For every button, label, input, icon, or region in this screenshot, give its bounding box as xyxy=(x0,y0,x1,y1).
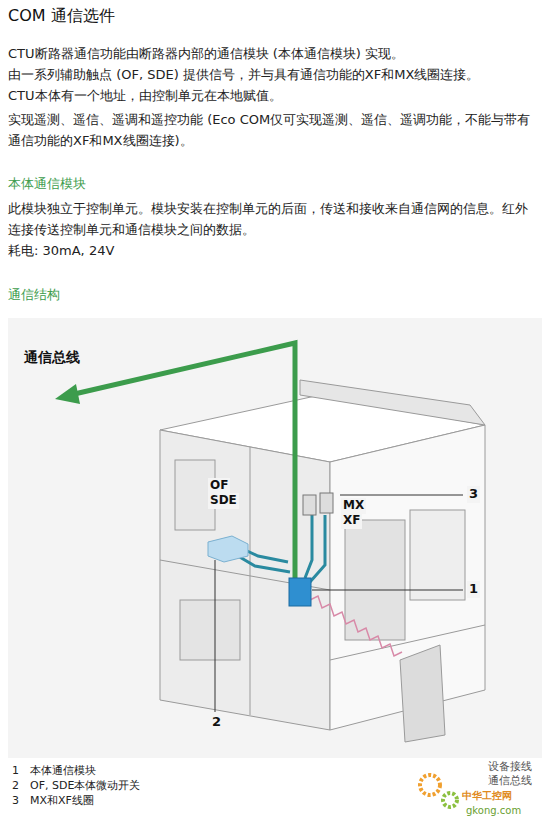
paragraph: CTU本体有一个地址，由控制单元在本地赋值。 xyxy=(8,88,282,105)
part-label: XF xyxy=(341,513,362,529)
paragraph: 实现遥测、遥信、遥调和遥控功能 (Eco COM仅可实现遥测、遥信、遥调功能，不… xyxy=(8,109,540,151)
callout-number: 3 xyxy=(467,486,480,503)
note: 通信总线 xyxy=(488,774,532,788)
paragraph: 此模块独立于控制单元。模块安装在控制单元的后面，传送和接收来自通信网的信息。红外… xyxy=(8,198,540,240)
coil xyxy=(320,493,333,513)
of-sde-block xyxy=(208,536,248,562)
wire xyxy=(245,550,288,562)
section-heading: 本体通信模块 xyxy=(8,176,86,193)
callout-number: 2 xyxy=(210,714,223,731)
bus-label: 通信总线 xyxy=(22,348,82,366)
watermark-gear xyxy=(420,775,440,795)
part-label: SDE xyxy=(208,493,239,509)
callout-number: 1 xyxy=(467,581,480,598)
leader-line xyxy=(215,560,216,712)
page-title: COM 通信选件 xyxy=(8,6,115,27)
legend-number: 3 xyxy=(12,794,19,808)
bus-line xyxy=(70,343,295,585)
legend-number: 1 xyxy=(12,764,19,778)
paragraph: 由一系列辅助触点 (OF, SDE) 提供信号，并与具有通信功能的XF和MX线圈… xyxy=(8,67,479,84)
watermark: 中华工控网 xyxy=(462,789,512,802)
section-heading: 通信结构 xyxy=(8,287,60,304)
legend-text: 本体通信模块 xyxy=(30,764,96,778)
part-label: OF xyxy=(208,478,230,494)
breaker-body xyxy=(160,380,485,742)
diagram-panel xyxy=(8,318,542,758)
leader-line xyxy=(312,590,463,591)
paragraph: CTU断路器通信功能由断路器内部的通信模块 (本体通信模块) 实现。 xyxy=(8,46,404,63)
legend-number: 2 xyxy=(12,779,19,793)
part-label: MX xyxy=(341,498,366,514)
coil xyxy=(303,495,316,515)
note: 设备接线 xyxy=(488,760,532,774)
com-module xyxy=(289,578,311,606)
wire xyxy=(310,515,325,582)
wire xyxy=(305,515,312,578)
watermark-gear xyxy=(443,793,457,807)
legend-text: OF, SDE本体微动开关 xyxy=(30,779,140,793)
ir-link xyxy=(310,596,402,656)
watermark: gkong.com xyxy=(466,804,521,817)
bus-arrowhead xyxy=(55,384,80,404)
legend-text: MX和XF线圈 xyxy=(30,794,94,808)
wire xyxy=(238,556,290,572)
leader-line xyxy=(340,495,463,496)
paragraph: 耗电: 30mA, 24V xyxy=(8,243,114,260)
